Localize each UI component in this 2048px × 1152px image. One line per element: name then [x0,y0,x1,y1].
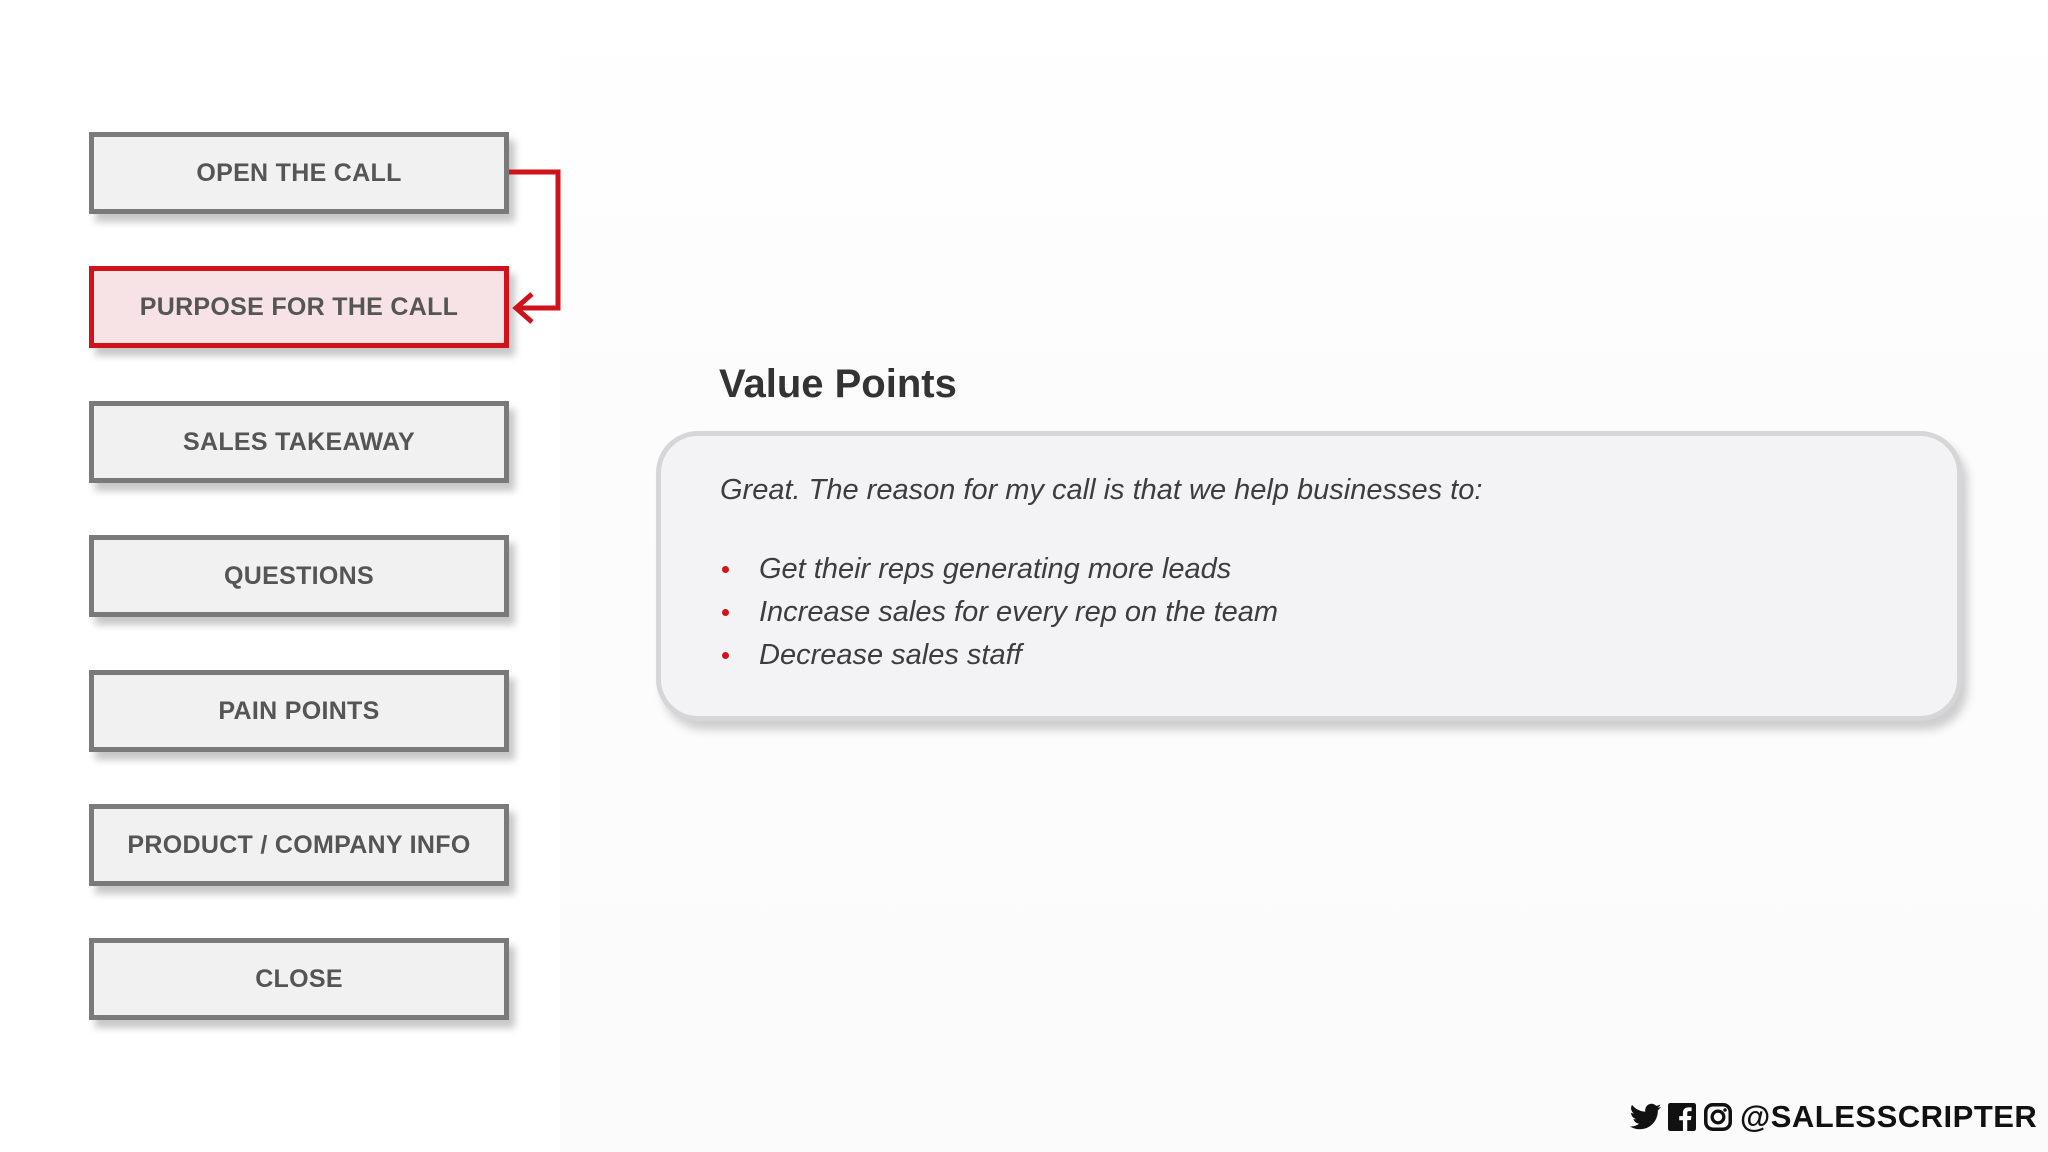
flow-arrow-connector [509,169,561,324]
script-intro-text: Great. The reason for my call is that we… [720,474,1483,506]
nav-button-label: PURPOSE FOR THE CALL [139,292,459,321]
instagram-icon[interactable] [1702,1101,1734,1133]
section-title: Value Points [719,362,957,406]
nav-button-product-company-info[interactable]: PRODUCT / COMPANY INFO [89,804,509,886]
nav-button-label: OPEN THE CALL [196,158,402,187]
nav-button-label: CLOSE [255,964,343,993]
list-item: Get their reps generating more leads [720,548,1278,591]
value-points-list: Get their reps generating more leads Inc… [720,548,1278,677]
social-handle[interactable]: @SALESSCRIPTER [1740,1099,2038,1134]
list-item-text: Get their reps generating more leads [759,553,1232,585]
bullet-icon [722,566,729,573]
list-item-text: Decrease sales staff [759,639,1022,671]
nav-button-label: QUESTIONS [224,561,374,590]
list-item: Increase sales for every rep on the team [720,591,1278,634]
list-item-text: Increase sales for every rep on the team [759,596,1279,628]
nav-button-questions[interactable]: QUESTIONS [89,535,509,617]
bullet-icon [722,652,729,659]
nav-button-open-the-call[interactable]: OPEN THE CALL [89,132,509,214]
nav-button-close[interactable]: CLOSE [89,938,509,1020]
social-footer: @SALESSCRIPTER [1630,1097,2037,1137]
bullet-icon [722,609,729,616]
nav-button-label: PRODUCT / COMPANY INFO [127,830,471,859]
nav-button-label: SALES TAKEAWAY [182,427,416,456]
twitter-icon[interactable] [1630,1101,1662,1133]
script-card: Great. The reason for my call is that we… [656,431,1962,721]
nav-button-purpose-for-the-call[interactable]: PURPOSE FOR THE CALL [89,266,509,348]
list-item: Decrease sales staff [720,634,1278,677]
nav-button-label: PAIN POINTS [218,696,380,725]
nav-button-pain-points[interactable]: PAIN POINTS [89,670,509,752]
facebook-icon[interactable] [1666,1101,1698,1133]
nav-button-sales-takeaway[interactable]: SALES TAKEAWAY [89,401,509,483]
